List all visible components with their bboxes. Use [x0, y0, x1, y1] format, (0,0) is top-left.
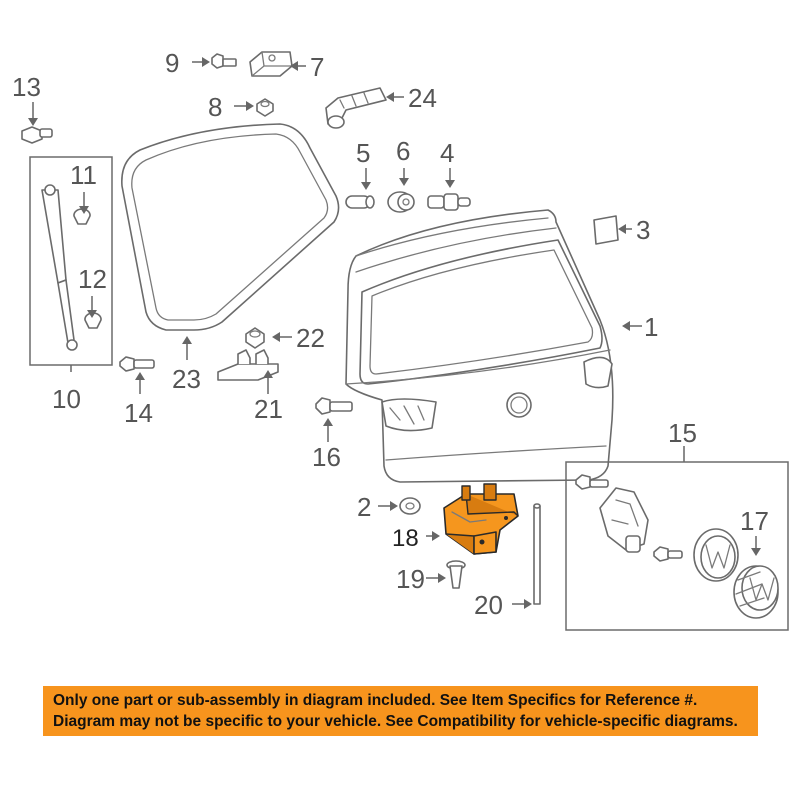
callout-23: 23 — [172, 364, 201, 394]
part-13-bolt — [21, 102, 53, 144]
part-5-bushing — [345, 168, 375, 209]
part-2-washer — [378, 497, 421, 515]
callout-20: 20 — [474, 590, 503, 620]
callout-10: 10 — [52, 384, 81, 414]
part-23-weatherstrip — [121, 123, 340, 360]
callout-1: 1 — [644, 312, 658, 342]
callout-16: 16 — [312, 442, 341, 472]
parts-diagram: 13 11 12 10 9 7 — [12, 48, 789, 631]
callout-18: 18 — [392, 525, 419, 552]
part-9-bolt — [192, 53, 237, 69]
part-22-nut — [245, 327, 292, 349]
callout-4: 4 — [440, 138, 454, 168]
part-7-hinge — [249, 51, 306, 77]
callout-12: 12 — [78, 264, 107, 294]
callout-19: 19 — [396, 564, 425, 594]
part-6-grommet — [387, 168, 415, 213]
callout-15: 15 — [668, 418, 697, 448]
callout-13: 13 — [12, 72, 41, 102]
part-21-bracket — [217, 349, 279, 394]
disclaimer-banner: Only one part or sub-assembly in diagram… — [43, 686, 758, 736]
disclaimer-line-1: Only one part or sub-assembly in diagram… — [53, 692, 698, 709]
callout-22: 22 — [296, 323, 325, 353]
part-16-bolt — [315, 397, 353, 442]
callout-6: 6 — [396, 136, 410, 166]
part-3-pad — [593, 215, 632, 245]
part-1-liftgate — [345, 209, 642, 483]
callout-2: 2 — [357, 492, 371, 522]
callout-14: 14 — [124, 398, 153, 428]
callout-11: 11 — [70, 160, 97, 190]
part-10-gas-strut-assembly — [29, 156, 113, 372]
part-14-bolt — [119, 356, 155, 394]
callout-17: 17 — [740, 506, 769, 536]
callout-3: 3 — [636, 215, 650, 245]
callout-7: 7 — [310, 52, 324, 82]
part-18-latch-highlighted — [426, 483, 519, 555]
callout-21: 21 — [254, 394, 283, 424]
part-19-screw — [426, 560, 466, 589]
part-4-stud — [427, 168, 471, 211]
callout-5: 5 — [356, 138, 370, 168]
callout-8: 8 — [208, 92, 222, 122]
callout-24: 24 — [408, 83, 437, 113]
part-24-hose — [325, 87, 404, 129]
part-20-rod — [512, 503, 541, 609]
part-8-nut — [234, 98, 274, 117]
callout-9: 9 — [165, 48, 179, 78]
part-15-lock-assembly — [565, 446, 789, 631]
disclaimer-line-2: Diagram may not be specific to your vehi… — [53, 713, 738, 730]
